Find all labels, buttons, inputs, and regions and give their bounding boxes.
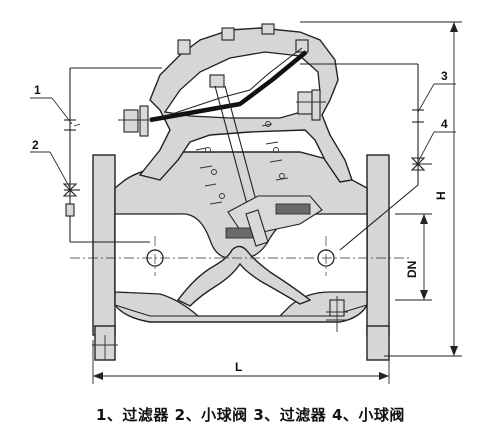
dimension-l-label: L (235, 360, 242, 374)
dimension-h-label: H (434, 191, 448, 200)
dimension-dn: DN (395, 213, 432, 301)
parts-caption: 1、过滤器 2、小球阀 3、过滤器 4、小球阀 (96, 406, 405, 424)
diaphragm (149, 50, 308, 123)
ball-valve-4-symbol (410, 157, 432, 171)
pilot-tubing (69, 63, 419, 251)
callout-4: 4 (441, 117, 448, 131)
callout-1: 1 (34, 83, 41, 97)
right-flange (366, 154, 390, 336)
valve-stem-assembly (195, 74, 323, 247)
ball-valve-2-symbol (62, 183, 80, 217)
callout-2: 2 (32, 138, 39, 152)
filter-1-symbol (64, 119, 81, 131)
valve-drawing: 1 2 3 4 H DN L (30, 21, 462, 384)
callout-3: 3 (441, 69, 448, 83)
dimension-dn-label: DN (405, 261, 419, 278)
valve-bonnet (118, 23, 353, 183)
valve-body (92, 151, 390, 361)
filter-3-symbol (412, 109, 424, 123)
left-flange (92, 154, 116, 336)
dimension-l: L (92, 340, 390, 384)
dimension-h: H (300, 21, 462, 357)
